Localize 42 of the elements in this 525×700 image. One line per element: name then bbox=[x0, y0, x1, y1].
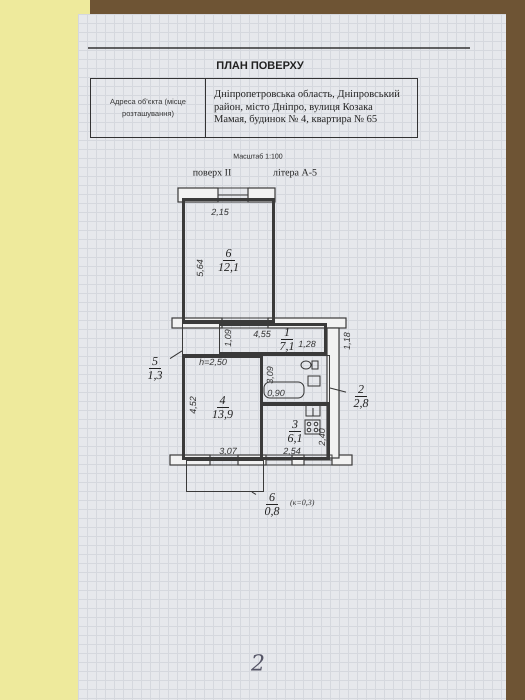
room-area-value: 2,8 bbox=[354, 396, 368, 410]
room-number: 1 bbox=[281, 326, 293, 340]
leader-line bbox=[251, 492, 256, 495]
room-area-value: 7,1 bbox=[280, 340, 294, 352]
table-cell-text: Дніпропетровська область, Дніпровський район, місто Дніпро, вулиця Козака Мамая, будинок № 4, квартира № 65 bbox=[213, 88, 401, 128]
room-number: 3 bbox=[289, 418, 301, 432]
dimension-label: 1,18 bbox=[342, 332, 352, 350]
dimension-label: 5,64 bbox=[195, 259, 205, 277]
room-area bbox=[260, 355, 330, 403]
room-area bbox=[186, 460, 264, 492]
dimension-label: 4,52 bbox=[188, 396, 198, 414]
dimension-label: 2,54 bbox=[283, 446, 301, 456]
room-area-value: 13,9 bbox=[212, 408, 233, 421]
dimension-label: 3,09 bbox=[265, 366, 275, 384]
dimension-label: 1,28 bbox=[298, 339, 316, 349]
room-outline bbox=[220, 323, 327, 355]
room-area-value: 1,3 bbox=[148, 368, 162, 382]
dimension-label: 4,55 bbox=[253, 329, 271, 339]
room-area-value: 0,8 bbox=[264, 504, 280, 518]
dimension-label: 3,07 bbox=[219, 446, 237, 456]
leader-line bbox=[330, 388, 346, 393]
coefficient-note: (к=0,3) bbox=[290, 498, 314, 507]
room-number: 6 bbox=[266, 490, 278, 504]
floor-label: літера А-5 bbox=[272, 168, 318, 178]
room-area bbox=[182, 323, 220, 355]
room-outline bbox=[260, 403, 330, 460]
title: ПЛАН ПОВЕРХУ bbox=[215, 60, 305, 72]
room-area-value: 6,1 bbox=[288, 432, 302, 445]
room-number: 2 bbox=[355, 382, 367, 396]
leader-line bbox=[170, 350, 182, 360]
page-number: 2 bbox=[251, 652, 265, 676]
floor-label: поверх II bbox=[192, 168, 232, 178]
dimension-label: h=2,50 bbox=[199, 357, 227, 367]
room-number: 6 bbox=[222, 247, 234, 261]
room-outline bbox=[182, 198, 275, 323]
dimension-label: 2,15 bbox=[211, 207, 229, 217]
room-number: 4 bbox=[216, 394, 228, 408]
dimension-label: 1,09 bbox=[223, 329, 233, 347]
room-area-value: 12,1 bbox=[218, 261, 239, 274]
room-outline bbox=[182, 355, 263, 460]
dimension-label: 0,90 bbox=[267, 388, 285, 398]
room-number: 5 bbox=[149, 354, 161, 368]
